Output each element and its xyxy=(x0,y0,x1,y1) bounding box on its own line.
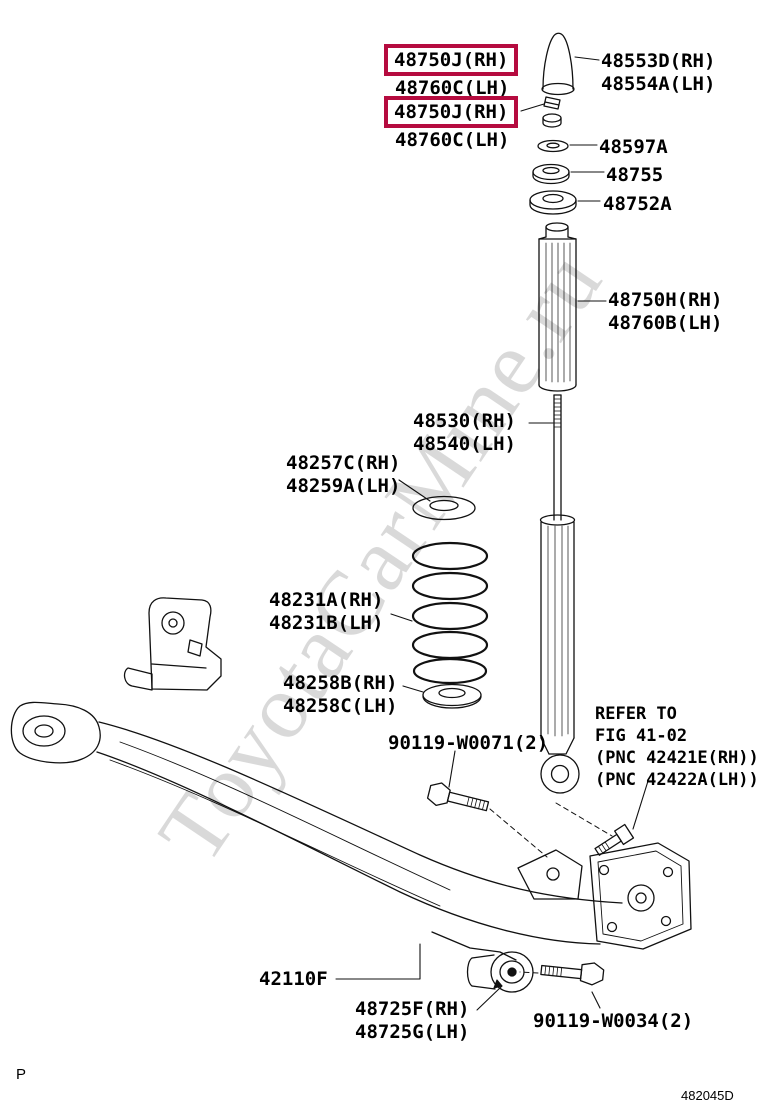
highlight-box-mid: 48750J(RH) xyxy=(384,96,519,128)
part-number-shock-kit-mid-lh: 48760C(LH) xyxy=(395,129,510,151)
label-shock-kit-top: 48750J(RH) 48760C(LH) xyxy=(384,44,519,100)
part-number-spring-lower-insulator-lh: 48258C(LH) xyxy=(283,695,398,717)
refer-note: REFER TO FIG 41-02 (PNC 42421E(RH)) (PNC… xyxy=(595,703,759,791)
refer-note-line3: (PNC 42421E(RH)) xyxy=(595,748,759,768)
label-dust-cover: 48750H(RH) 48760B(LH) xyxy=(608,289,722,335)
label-support: 48752A xyxy=(603,193,672,215)
bolt-upper-drawing xyxy=(426,782,490,812)
support-drawing xyxy=(529,190,577,215)
dust-cover-drawing xyxy=(538,222,577,392)
label-spring-lower-insulator: 48258B(RH) 48258C(LH) xyxy=(283,672,397,718)
label-shock-kit-mid: 48750J(RH) 48760C(LH) xyxy=(384,96,519,152)
part-number-bump-stop-lh: 48554A(LH) xyxy=(601,73,716,95)
part-number-spring-upper-insulator-lh: 48259A(LH) xyxy=(286,475,401,497)
refer-note-line2: FIG 41-02 xyxy=(595,726,688,746)
washer-drawing xyxy=(537,139,569,153)
part-number-shock-kit-top-rh: 48750J(RH) xyxy=(394,49,509,71)
part-number-shock-lh: 48540(LH) xyxy=(413,433,516,455)
part-number-shock-rh: 48530(RH) xyxy=(413,410,516,432)
coil-spring-drawing xyxy=(411,541,489,685)
part-number-coil-spring-rh: 48231A(RH) xyxy=(269,589,384,611)
bolt-shock-mount-drawing xyxy=(594,823,635,856)
part-number-shock-kit-mid-rh: 48750J(RH) xyxy=(394,101,509,123)
cushion-drawing xyxy=(532,163,570,185)
refer-note-line1: REFER TO xyxy=(595,704,677,724)
part-number-bump-stop-rh: 48553D(RH) xyxy=(601,50,716,72)
label-bolt-upper: 90119-W0071(2) xyxy=(388,732,549,754)
bolt-lower-drawing xyxy=(540,962,605,986)
bushing-drawing xyxy=(466,951,534,993)
diagram-code: 482045D xyxy=(681,1088,734,1103)
refer-note-line4: (PNC 42422A(LH)) xyxy=(595,770,759,790)
spring-upper-seat-drawing xyxy=(412,495,476,521)
label-axle-beam: 42110F xyxy=(259,968,328,990)
part-number-shock-kit-top-lh: 48760C(LH) xyxy=(395,77,510,99)
leader-lines xyxy=(335,56,649,1011)
label-washer: 48597A xyxy=(599,136,668,158)
label-bump-stop: 48553D(RH) 48554A(LH) xyxy=(601,50,715,96)
part-number-dust-cover-lh: 48760B(LH) xyxy=(608,312,723,334)
bolt-axis-dashed-lines xyxy=(489,802,613,974)
label-bolt-lower: 90119-W0034(2) xyxy=(533,1010,694,1032)
part-number-bushing-lh: 48725G(LH) xyxy=(355,1021,470,1043)
page-letter: P xyxy=(16,1066,27,1083)
part-number-spring-upper-insulator-rh: 48257C(RH) xyxy=(286,452,401,474)
part-number-spring-lower-insulator-rh: 48258B(RH) xyxy=(283,672,398,694)
axle-beam-drawing xyxy=(10,597,692,961)
spring-lower-seat-drawing xyxy=(422,683,482,709)
highlight-box-top: 48750J(RH) xyxy=(384,44,519,76)
label-coil-spring: 48231A(RH) 48231B(LH) xyxy=(269,589,383,635)
part-number-bushing-rh: 48725F(RH) xyxy=(355,998,470,1020)
bump-stop-drawing xyxy=(541,32,575,96)
label-bushing: 48725F(RH) 48725G(LH) xyxy=(355,998,469,1044)
label-shock-absorber: 48530(RH) 48540(LH) xyxy=(413,410,516,456)
nut-drawing xyxy=(542,96,562,128)
shock-absorber-drawing xyxy=(539,394,580,794)
label-cushion: 48755 xyxy=(606,164,664,186)
part-number-dust-cover-rh: 48750H(RH) xyxy=(608,289,723,311)
label-spring-upper-insulator: 48257C(RH) 48259A(LH) xyxy=(286,452,400,498)
part-number-coil-spring-lh: 48231B(LH) xyxy=(269,612,384,634)
